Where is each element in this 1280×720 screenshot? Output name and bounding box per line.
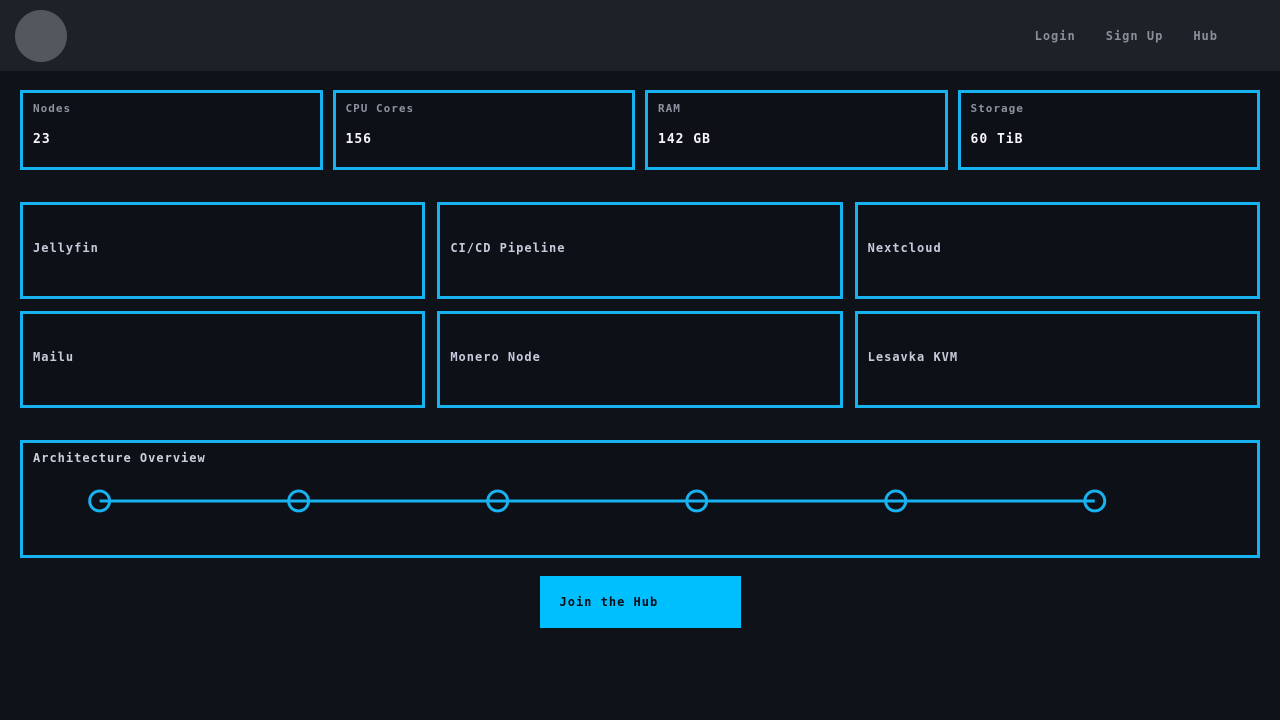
avatar[interactable] — [15, 9, 67, 62]
architecture-node-icon — [287, 489, 311, 513]
service-name: Monero Node — [450, 349, 541, 364]
join-hub-button[interactable]: Join the Hub — [539, 576, 741, 628]
service-name: CI/CD Pipeline — [450, 240, 566, 255]
architecture-node-icon — [1083, 489, 1107, 513]
top-navbar: Login Sign Up Hub — [0, 0, 1280, 71]
service-name: Nextcloud — [867, 240, 942, 255]
stats-grid: Nodes 23 CPU Cores 156 RAM 142 GB Storag… — [20, 90, 1260, 170]
stat-label: Nodes — [33, 102, 72, 115]
service-name: Lesavka KVM — [867, 349, 959, 364]
stat-card-storage: Storage 60 TiB — [957, 90, 1260, 170]
stat-card-nodes: Nodes 23 — [20, 90, 323, 170]
stat-card-cpu-cores: CPU Cores 156 — [332, 90, 635, 170]
stat-card-ram: RAM 142 GB — [645, 90, 948, 170]
nav-links: Login Sign Up Hub — [1035, 29, 1218, 43]
nav-link-login[interactable]: Login — [1034, 28, 1076, 43]
stat-label: Storage — [970, 102, 1024, 115]
stat-label: CPU Cores — [345, 102, 415, 115]
architecture-node-icon — [685, 489, 709, 513]
service-card-cicd-pipeline[interactable]: CI/CD Pipeline — [437, 202, 843, 299]
service-card-mailu[interactable]: Mailu — [20, 311, 426, 408]
service-card-lesavka-kvm[interactable]: Lesavka KVM — [854, 311, 1260, 408]
stat-value: 142 GB — [658, 132, 711, 147]
architecture-node-icon — [486, 489, 510, 513]
service-card-nextcloud[interactable]: Nextcloud — [854, 202, 1260, 299]
architecture-diagram — [88, 489, 1107, 513]
nav-link-hub[interactable]: Hub — [1193, 28, 1218, 43]
stat-value: 156 — [345, 132, 372, 147]
cta-row: Join the Hub — [20, 576, 1260, 628]
services-grid: Jellyfin CI/CD Pipeline Nextcloud Mailu … — [20, 202, 1260, 408]
service-card-jellyfin[interactable]: Jellyfin — [20, 202, 426, 299]
architecture-title: Architecture Overview — [33, 451, 206, 465]
stat-value: 23 — [33, 132, 51, 147]
stat-label: RAM — [658, 102, 681, 115]
service-card-monero-node[interactable]: Monero Node — [437, 311, 843, 408]
stat-value: 60 TiB — [970, 132, 1024, 147]
architecture-node-icon — [884, 489, 908, 513]
nav-link-sign-up[interactable]: Sign Up — [1105, 28, 1164, 43]
architecture-overview-card: Architecture Overview — [20, 440, 1260, 558]
main-content: Nodes 23 CPU Cores 156 RAM 142 GB Storag… — [20, 90, 1260, 628]
architecture-node-icon — [88, 489, 112, 513]
service-name: Mailu — [33, 349, 75, 364]
service-name: Jellyfin — [33, 240, 99, 255]
